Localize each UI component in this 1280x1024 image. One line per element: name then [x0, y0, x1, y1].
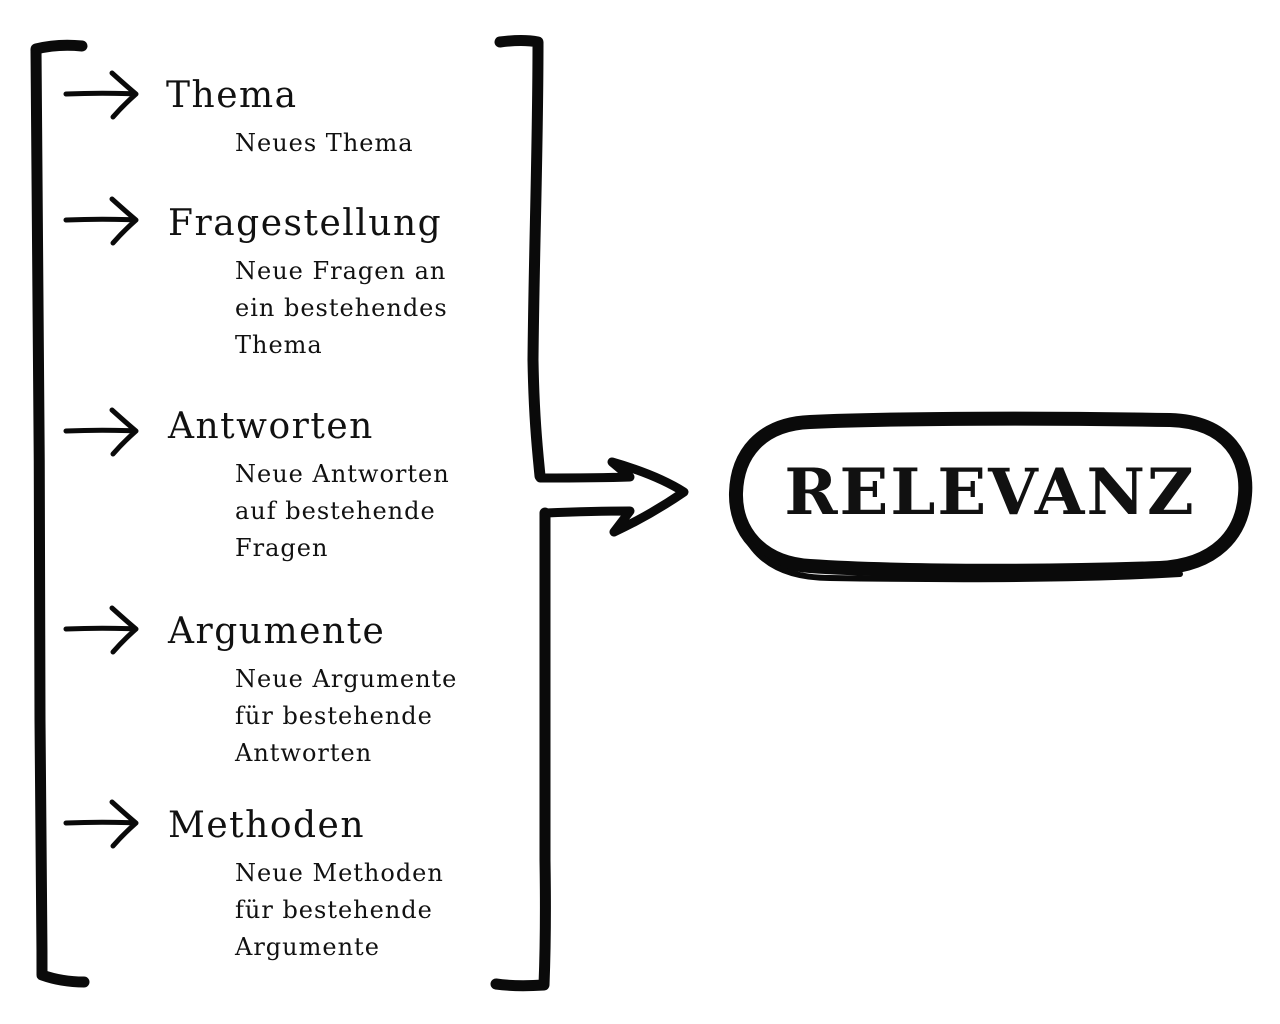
item-title: Antworten [168, 406, 374, 447]
item-description-line: Neue Antworten [235, 460, 450, 488]
item-arrow-icon [63, 70, 139, 120]
item-title: Argumente [168, 611, 386, 652]
item-description-line: Fragen [235, 534, 329, 562]
result-label: RELEVANZ [784, 455, 1196, 530]
right-bracket-upper [494, 35, 546, 482]
item-description-line: Argumente [235, 933, 380, 961]
item-description-line: Neue Argumente [235, 665, 458, 693]
item-description-line: ein bestehendes [235, 294, 448, 322]
relevanz-frame [728, 411, 1253, 578]
item-arrow-icon [63, 605, 139, 655]
item-title: Thema [166, 75, 298, 116]
item-description-line: Thema [235, 331, 323, 359]
item-description-line: Antworten [235, 739, 373, 767]
item-description-line: Neues Thema [235, 129, 414, 157]
item-description-line: Neue Methoden [235, 859, 444, 887]
item-arrow-icon [63, 799, 139, 849]
item-description: Neues Thema [235, 125, 414, 162]
relevanz-frame-shadow [742, 532, 1183, 583]
item-description-line: auf bestehende [235, 497, 436, 525]
item-arrow-icon [63, 407, 139, 457]
left-bracket [30, 39, 90, 988]
result-box: RELEVANZ [735, 420, 1245, 565]
item-description-line: für bestehende [235, 896, 433, 924]
item-title: Fragestellung [168, 203, 443, 244]
right-bracket-lower [490, 507, 551, 992]
item-description-line: Neue Fragen an [235, 257, 447, 285]
item-title: Methoden [168, 805, 366, 846]
item-arrow-icon [63, 196, 139, 246]
item-description-line: für bestehende [235, 702, 433, 730]
relevanz-arrow [535, 457, 689, 537]
